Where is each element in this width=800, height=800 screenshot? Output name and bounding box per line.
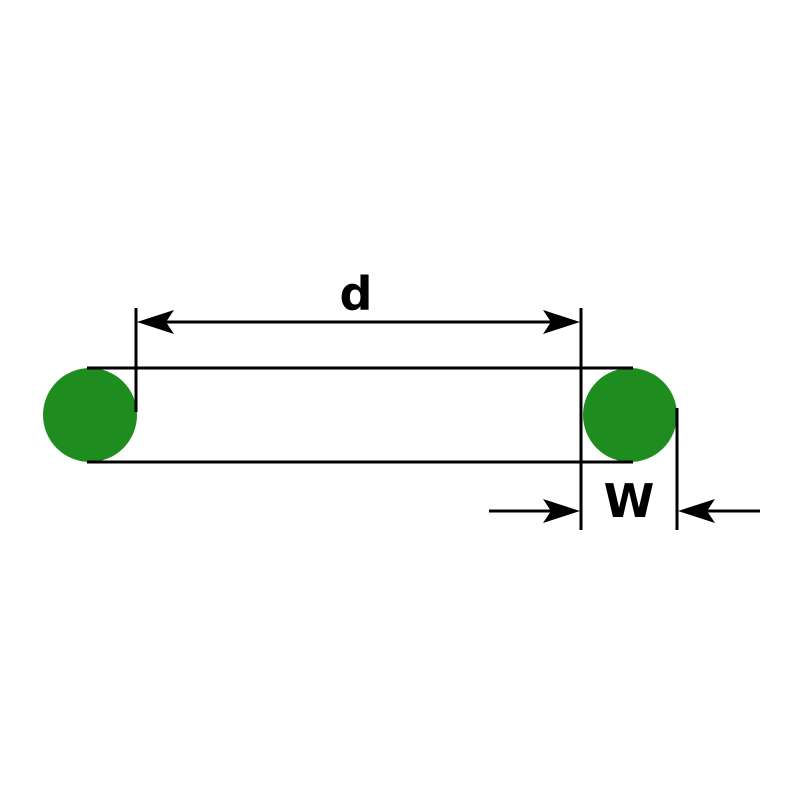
d-label: d	[340, 267, 373, 321]
d-arrowheads	[137, 310, 580, 334]
w-arrowhead-right-icon	[678, 499, 715, 523]
d-arrowhead-left-icon	[137, 310, 174, 334]
tangent-lines	[87, 366, 633, 464]
w-label: W	[604, 474, 655, 528]
w-arrowheads	[543, 499, 715, 523]
w-dimension-lines	[489, 408, 760, 530]
d-arrowhead-right-icon	[543, 310, 580, 334]
d-dimension-lines	[134, 308, 583, 530]
oring-cross-sections	[43, 368, 677, 462]
oring-left-cross-section-circle	[43, 368, 137, 462]
w-arrowhead-left-icon	[543, 499, 580, 523]
d-dimension: d	[134, 267, 583, 530]
oring-right-cross-section-circle	[583, 368, 677, 462]
w-dimension: W	[489, 408, 760, 530]
